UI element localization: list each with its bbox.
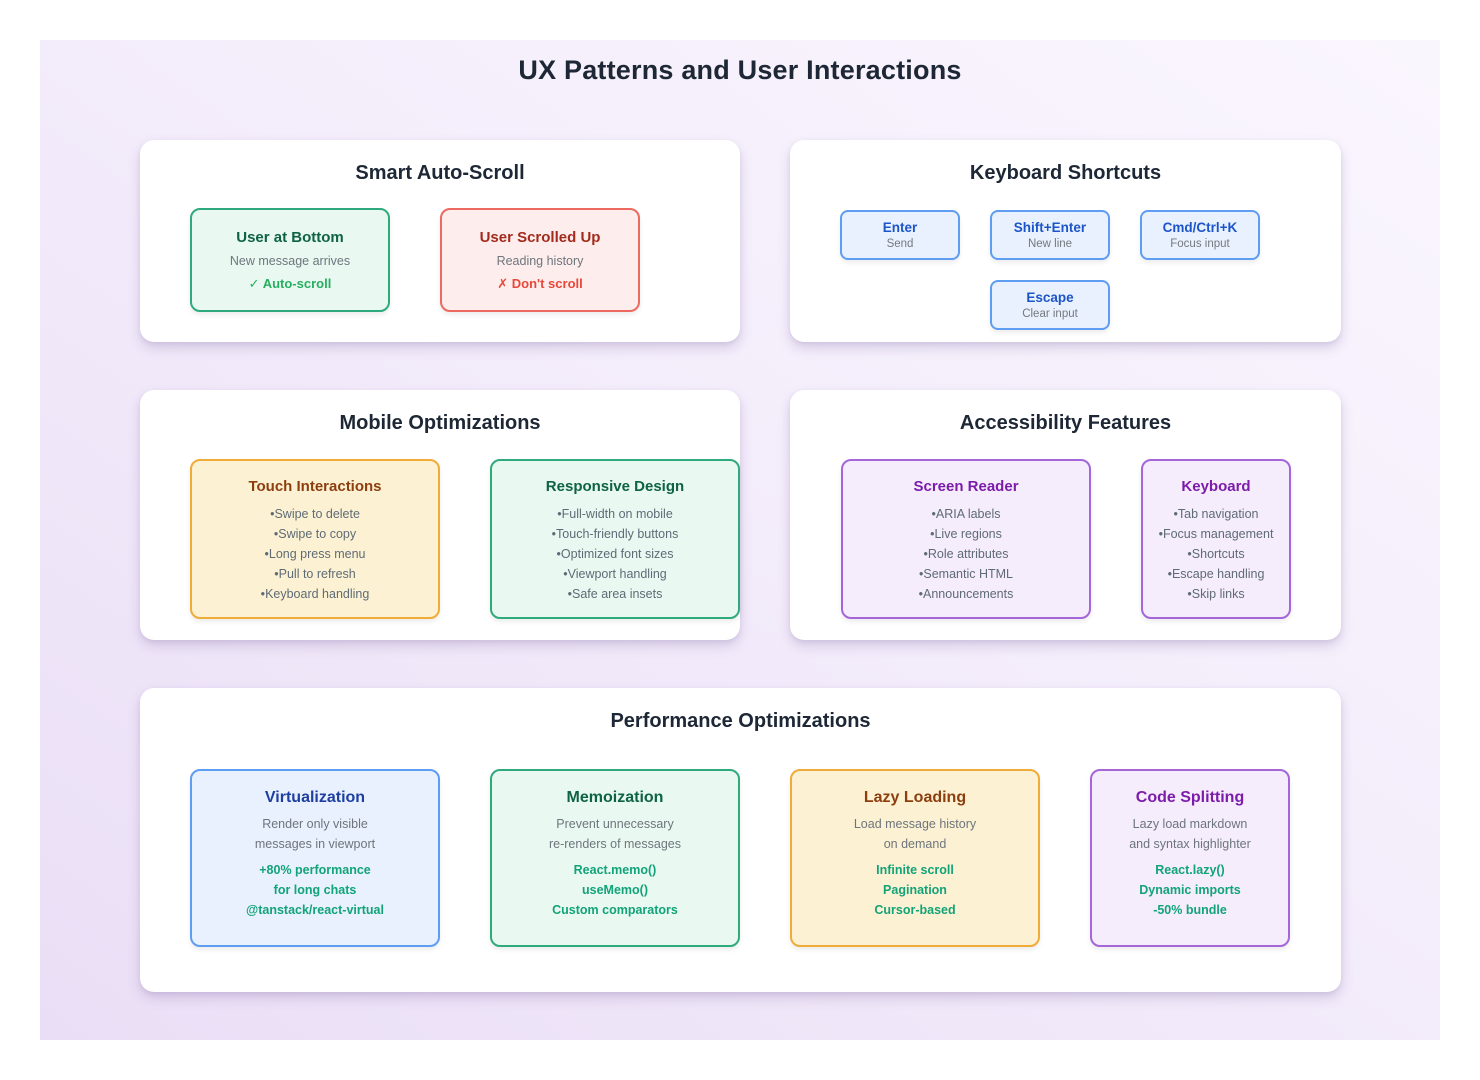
list-item: Swipe to delete bbox=[192, 504, 438, 524]
key-action: Send bbox=[886, 238, 914, 250]
highlight-line: @tanstack/react-virtual bbox=[246, 903, 384, 917]
card-title: User at Bottom bbox=[236, 228, 344, 246]
page-title: UX Patterns and User Interactions bbox=[518, 55, 962, 85]
card-description-line: and syntax highlighter bbox=[1129, 837, 1251, 851]
panel-title-keyboard-shortcuts: Keyboard Shortcuts bbox=[969, 162, 1162, 184]
card-touch-interactions: Touch Interactions Swipe to delete Swipe… bbox=[190, 459, 440, 619]
list-item: Long press menu bbox=[192, 544, 438, 564]
panel-keyboard-shortcuts: Keyboard Shortcuts Enter Send Shift+Ente… bbox=[790, 140, 1341, 342]
card-title: Keyboard bbox=[1181, 478, 1251, 495]
key-label: Shift+Enter bbox=[1013, 220, 1087, 235]
list-item: Touch-friendly buttons bbox=[492, 524, 738, 544]
card-title: Lazy Loading bbox=[863, 789, 967, 806]
panel-mobile-optimizations: Mobile Optimizations Touch Interactions … bbox=[140, 390, 740, 640]
panel-smart-auto-scroll: Smart Auto-Scroll User at Bottom New mes… bbox=[140, 140, 740, 342]
key-card-enter: Enter Send bbox=[840, 210, 960, 260]
card-description-line: Lazy load markdown bbox=[1132, 817, 1248, 831]
card-description-line: Render only visible bbox=[262, 817, 368, 831]
list-item: Pull to refresh bbox=[192, 564, 438, 584]
key-action: New line bbox=[1027, 238, 1073, 250]
card-description-line: on demand bbox=[883, 837, 947, 851]
highlight-line: React.lazy() bbox=[1155, 863, 1225, 877]
card-title: Touch Interactions bbox=[248, 478, 382, 495]
highlight-line: for long chats bbox=[273, 883, 357, 897]
key-card-shift-enter: Shift+Enter New line bbox=[990, 210, 1110, 260]
list-item: Semantic HTML bbox=[843, 564, 1089, 584]
highlight-line: -50% bundle bbox=[1153, 903, 1227, 917]
list-item: Swipe to copy bbox=[192, 524, 438, 544]
panel-performance-optimizations: Performance Optimizations Virtualization… bbox=[140, 688, 1341, 992]
card-title: User Scrolled Up bbox=[479, 228, 601, 246]
panel-title-smart-auto-scroll: Smart Auto-Scroll bbox=[355, 162, 525, 184]
card-highlights: React.memo() useMemo() Custom comparator… bbox=[492, 860, 738, 920]
list-item: Escape handling bbox=[1143, 564, 1289, 584]
card-title: Code Splitting bbox=[1135, 789, 1245, 806]
key-card-cmd-ctrl-k: Cmd/Ctrl+K Focus input bbox=[1140, 210, 1260, 260]
card-description: Reading history bbox=[496, 253, 584, 268]
key-label: Cmd/Ctrl+K bbox=[1162, 220, 1238, 235]
card-keyboard-access: Keyboard Tab navigation Focus management… bbox=[1141, 459, 1291, 619]
highlight-line: Dynamic imports bbox=[1139, 883, 1241, 897]
card-virtualization: Virtualization Render only visible messa… bbox=[190, 769, 440, 947]
card-user-at-bottom: User at Bottom New message arrives ✓ Aut… bbox=[190, 208, 390, 312]
card-highlights: +80% performance for long chats @tanstac… bbox=[192, 860, 438, 920]
card-user-scrolled-up: User Scrolled Up Reading history ✗ Don't… bbox=[440, 208, 640, 312]
card-highlights: React.lazy() Dynamic imports -50% bundle bbox=[1092, 860, 1288, 920]
key-card-escape: Escape Clear input bbox=[990, 280, 1110, 330]
feature-list: ARIA labels Live regions Role attributes… bbox=[843, 504, 1089, 604]
card-responsive-design: Responsive Design Full-width on mobile T… bbox=[490, 459, 740, 619]
card-title: Memoization bbox=[566, 789, 664, 806]
card-memoization: Memoization Prevent unnecessary re-rende… bbox=[490, 769, 740, 947]
highlight-line: Cursor-based bbox=[874, 903, 956, 917]
highlight-line: Pagination bbox=[883, 883, 947, 897]
card-description: New message arrives bbox=[229, 253, 351, 268]
list-item: Focus management bbox=[1143, 524, 1289, 544]
highlight-line: Infinite scroll bbox=[876, 863, 954, 877]
panel-title-mobile-optimizations: Mobile Optimizations bbox=[339, 412, 541, 434]
key-label: Escape bbox=[1026, 290, 1074, 305]
panel-title-performance-optimizations: Performance Optimizations bbox=[610, 710, 871, 732]
card-title: Screen Reader bbox=[913, 478, 1019, 495]
panel-title-accessibility-features: Accessibility Features bbox=[959, 412, 1172, 434]
key-action: Clear input bbox=[1022, 308, 1078, 320]
feature-list: Tab navigation Focus management Shortcut… bbox=[1143, 504, 1289, 604]
card-code-splitting: Code Splitting Lazy load markdown and sy… bbox=[1090, 769, 1290, 947]
feature-list: Full-width on mobile Touch-friendly butt… bbox=[492, 504, 738, 604]
list-item: Full-width on mobile bbox=[492, 504, 738, 524]
highlight-line: +80% performance bbox=[259, 863, 371, 877]
list-item: Safe area insets bbox=[492, 584, 738, 604]
highlight-line: Custom comparators bbox=[552, 903, 678, 917]
card-description-line: Prevent unnecessary bbox=[556, 817, 674, 831]
feature-list: Swipe to delete Swipe to copy Long press… bbox=[192, 504, 438, 604]
list-item: Viewport handling bbox=[492, 564, 738, 584]
list-item: Optimized font sizes bbox=[492, 544, 738, 564]
key-action: Focus input bbox=[1170, 238, 1230, 250]
highlight-line: useMemo() bbox=[582, 883, 648, 897]
list-item: Keyboard handling bbox=[192, 584, 438, 604]
list-item: Skip links bbox=[1143, 584, 1289, 604]
card-description-line: messages in viewport bbox=[254, 837, 376, 851]
panel-accessibility-features: Accessibility Features Screen Reader ARI… bbox=[790, 390, 1341, 640]
card-description-line: re-renders of messages bbox=[548, 837, 681, 851]
list-item: Role attributes bbox=[843, 544, 1089, 564]
card-result-dont-scroll: ✗ Don't scroll bbox=[497, 275, 583, 291]
list-item: Tab navigation bbox=[1143, 504, 1289, 524]
list-item: Shortcuts bbox=[1143, 544, 1289, 564]
list-item: Announcements bbox=[843, 584, 1089, 604]
card-title: Virtualization bbox=[264, 789, 366, 806]
card-result-auto-scroll: ✓ Auto-scroll bbox=[248, 275, 332, 291]
card-lazy-loading: Lazy Loading Load message history on dem… bbox=[790, 769, 1040, 947]
card-screen-reader: Screen Reader ARIA labels Live regions R… bbox=[841, 459, 1091, 619]
list-item: Live regions bbox=[843, 524, 1089, 544]
highlight-line: React.memo() bbox=[573, 863, 657, 877]
list-item: ARIA labels bbox=[843, 504, 1089, 524]
key-label: Enter bbox=[882, 220, 918, 235]
card-title: Responsive Design bbox=[545, 478, 685, 495]
card-description-line: Load message history bbox=[853, 817, 977, 831]
card-highlights: Infinite scroll Pagination Cursor-based bbox=[792, 860, 1038, 920]
